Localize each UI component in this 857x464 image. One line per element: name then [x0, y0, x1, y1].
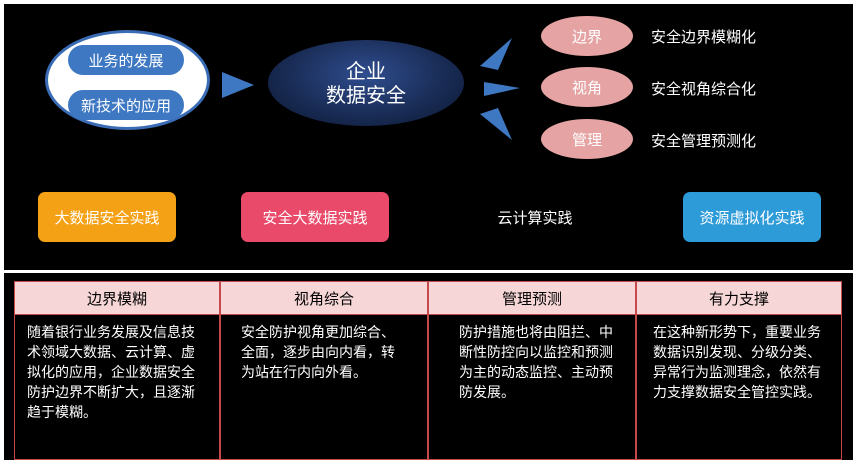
- practice-security-bigdata: 安全大数据实践: [241, 192, 389, 242]
- aspect-boundary: 边界: [541, 16, 633, 56]
- table-cell: 防护措施也将由阻拦、中断性防控向以监控和预测为主的动态监控、主动预防发展。: [428, 315, 636, 460]
- aspect-boundary-text: 安全边界模糊化: [651, 28, 757, 46]
- core-title-line2: 数据安全: [326, 83, 406, 107]
- fan-arrow-mid-icon: [484, 82, 520, 96]
- practice-bigdata-security: 大数据安全实践: [38, 192, 176, 242]
- fan-arrows: [476, 36, 536, 146]
- table-header: 有力支撑: [636, 281, 842, 315]
- driver-new-tech: 新技术的应用: [68, 90, 184, 120]
- table-header: 视角综合: [220, 281, 428, 315]
- practice-virtualization: 资源虚拟化实践: [683, 192, 821, 242]
- driver-business-growth: 业务的发展: [68, 45, 184, 75]
- table-header: 管理预测: [428, 281, 636, 315]
- core-ellipse: 企业 数据安全: [268, 40, 464, 126]
- practice-cloud: 云计算实践: [497, 208, 573, 227]
- table-cell: 安全防护视角更加综合、全面，逐步由向内看，转为站在行内向外看。: [220, 315, 428, 460]
- fan-arrow-down-icon: [480, 108, 512, 140]
- aspect-management-text: 安全管理预测化: [651, 132, 757, 150]
- fan-arrow-up-icon: [480, 38, 512, 70]
- arrow-to-core-icon: [222, 72, 254, 98]
- summary-table: 边界模糊 随着银行业务发展及信息技术领域大数据、云计算、虚拟化的应用，企业数据安…: [4, 273, 853, 460]
- aspect-management: 管理: [541, 119, 633, 159]
- table-cell: 随着银行业务发展及信息技术领域大数据、云计算、虚拟化的应用，企业数据安全防护边界…: [14, 315, 220, 460]
- table-header: 边界模糊: [14, 281, 220, 315]
- core-title-line1: 企业: [346, 59, 386, 83]
- aspect-perspective-text: 安全视角综合化: [651, 80, 757, 98]
- aspect-perspective: 视角: [541, 67, 633, 107]
- table-cell: 在这种新形势下，重要业务数据识别发现、分级分类、异常行为监测理念，依然有力支撑数…: [636, 315, 842, 460]
